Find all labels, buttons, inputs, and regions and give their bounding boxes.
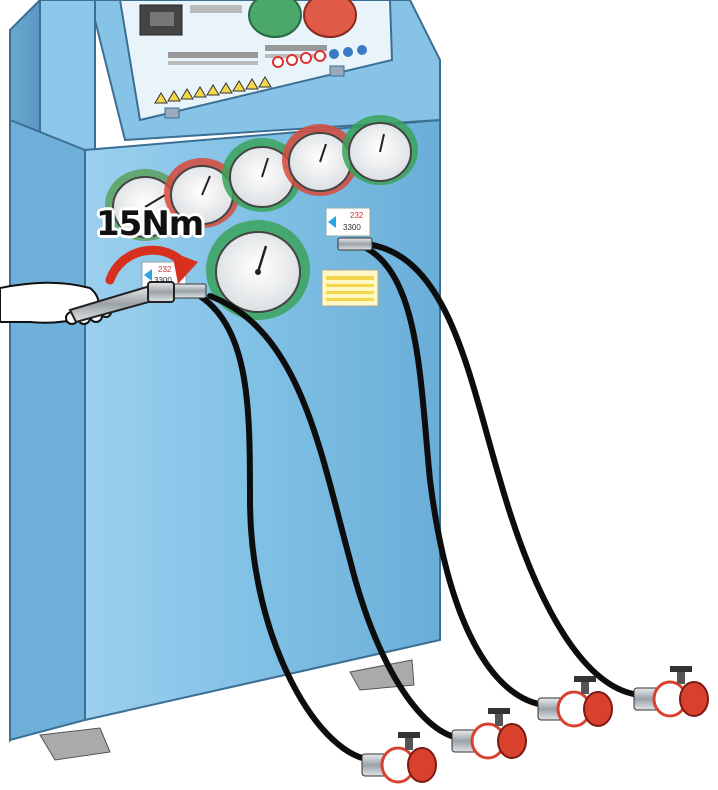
red-button [304, 0, 356, 37]
port-tag-top: 232 [350, 211, 364, 220]
port-tag: 232 3300 [326, 208, 370, 236]
valve-icon [452, 708, 526, 758]
warning-sticker [322, 270, 378, 306]
torque-label: 15Nm [96, 204, 203, 244]
green-button [249, 0, 301, 37]
valve-icon [362, 732, 436, 782]
valve-icon [634, 666, 708, 716]
pressure-gauge-icon [206, 220, 310, 320]
cabinet [10, 0, 440, 740]
pressure-gauge-icon [342, 115, 418, 185]
port-tag-top: 232 [158, 265, 172, 274]
valve-icon [538, 676, 612, 726]
port-tag-bottom: 3300 [343, 223, 361, 232]
